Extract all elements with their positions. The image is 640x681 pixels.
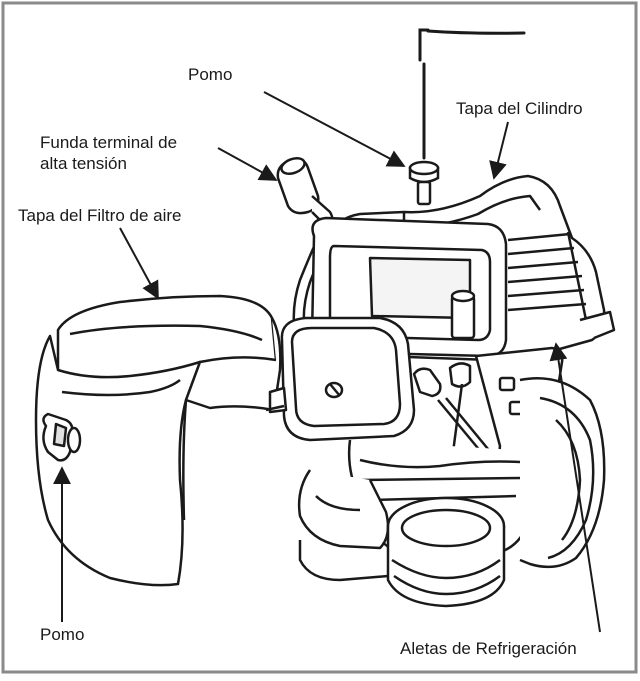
label-knob-top: Pomo xyxy=(188,65,232,84)
top-knob-part xyxy=(408,160,440,206)
label-cylinder-cover: Tapa del Cilindro xyxy=(456,99,583,118)
leader-cooling-fins xyxy=(549,342,601,633)
engine-body-part xyxy=(265,174,616,608)
leader-air-filter xyxy=(119,227,159,300)
label-knob-bottom: Pomo xyxy=(40,625,84,644)
label-hv-boot-line2: alta tensión xyxy=(40,154,127,173)
label-hv-boot-line1: Funda terminal de xyxy=(40,133,177,152)
leader-hv-boot xyxy=(217,147,278,181)
leader-lines xyxy=(53,91,601,633)
label-air-filter-cover: Tapa del Filtro de aire xyxy=(18,206,181,225)
leader-cylinder-cover xyxy=(489,121,509,180)
air-filter-cover-part xyxy=(34,294,282,587)
leader-knob-top xyxy=(263,91,406,167)
label-cooling-fins: Aletas de Refrigeración xyxy=(400,639,577,658)
hex-key-tool xyxy=(418,28,526,160)
